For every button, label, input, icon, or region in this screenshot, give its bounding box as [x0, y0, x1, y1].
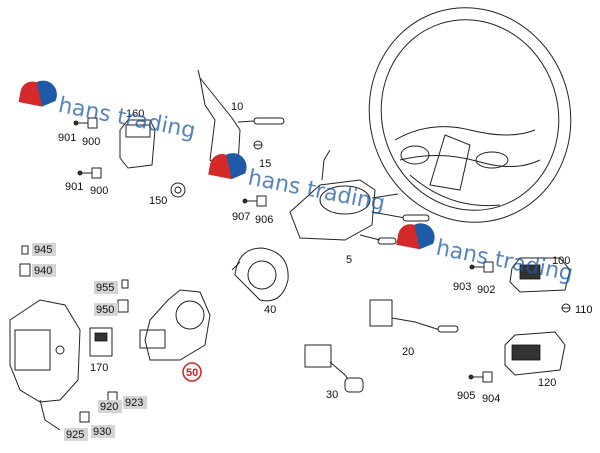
part-labels: 10 15 160 900 901 900 901 150 907 906 5 …: [32, 101, 593, 441]
label-30: 30: [326, 389, 338, 401]
label-160: 160: [126, 108, 144, 120]
part-120-module: [504, 331, 566, 376]
watermark-logo-3: [396, 223, 435, 250]
label-902: 902: [477, 284, 495, 296]
watermark-text-3: hans trading: [434, 236, 575, 287]
label-5: 5: [346, 254, 352, 266]
steering-wheel: [368, 7, 572, 223]
part-10-combination-switch: [197, 69, 285, 171]
label-20: 20: [402, 346, 414, 358]
watermark-logo-2: [208, 153, 247, 180]
label-940: 940: [34, 265, 52, 277]
label-15: 15: [259, 158, 271, 170]
label-170: 170: [90, 362, 108, 374]
part-30-lever-switch: [304, 344, 364, 393]
part-170-module: [89, 327, 113, 357]
label-900b: 900: [90, 185, 108, 197]
part-955-connector: [121, 279, 129, 289]
label-923: 923: [125, 397, 143, 409]
label-906: 906: [255, 214, 273, 226]
label-930: 930: [93, 426, 111, 438]
label-110: 110: [575, 304, 593, 316]
part-150-cylinder: [170, 182, 186, 198]
part-100-module: [509, 257, 571, 293]
label-50: 50: [186, 367, 198, 379]
part-940-connector: [19, 263, 31, 277]
label-900a: 900: [82, 136, 100, 148]
part-5-column-switch: [289, 149, 430, 245]
part-930-connector: [79, 411, 90, 423]
part-907-connector: [242, 195, 267, 207]
part-15-screw: [253, 140, 263, 150]
label-905: 905: [457, 390, 475, 402]
part-950-connector: [117, 299, 129, 313]
label-100: 100: [552, 255, 570, 267]
label-40: 40: [264, 304, 276, 316]
watermark-logo-1: [18, 80, 57, 107]
part-945-connector: [21, 245, 29, 255]
part-20-lever-switch: [369, 299, 459, 333]
part-160-switch: [119, 119, 156, 169]
part-900b-connector: [77, 167, 102, 179]
part-40-clock-spring: [231, 247, 289, 302]
label-901a: 901: [58, 132, 76, 144]
part-904-connector: [468, 371, 493, 383]
label-150: 150: [149, 195, 167, 207]
label-901b: 901: [65, 181, 83, 193]
label-925: 925: [66, 429, 84, 441]
label-907: 907: [232, 211, 250, 223]
part-50-highlight-ring: [182, 362, 202, 382]
part-110-screw: [561, 303, 571, 313]
label-945: 945: [34, 244, 52, 256]
part-902-connector: [469, 261, 494, 273]
label-950: 950: [96, 304, 114, 316]
label-904: 904: [482, 393, 500, 405]
label-120: 120: [538, 377, 556, 389]
part-50-angle-sensor: [139, 289, 211, 361]
label-955: 955: [96, 282, 114, 294]
watermark: hans trading hans trading hans trading: [18, 80, 575, 287]
label-903: 903: [453, 281, 471, 293]
label-920: 920: [100, 401, 118, 413]
part-900a-connector: [73, 117, 98, 129]
part-control-unit-left: [9, 299, 81, 431]
label-10: 10: [231, 101, 243, 113]
